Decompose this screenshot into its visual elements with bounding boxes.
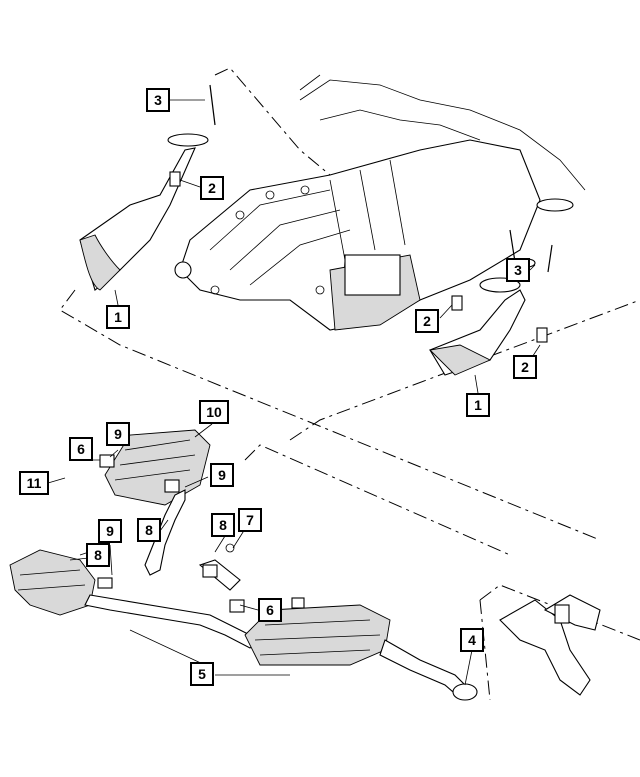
callout-8-lower: 8 <box>86 543 110 567</box>
left-rear-muffler <box>9 549 262 649</box>
lower-dashed-route <box>244 444 640 701</box>
callout-5: 5 <box>190 662 214 686</box>
callout-2-right: 2 <box>513 355 537 379</box>
callout-9-upper: 9 <box>106 422 130 446</box>
callout-9-right: 9 <box>210 463 234 487</box>
upper-dashed-route <box>59 67 640 541</box>
callout-2-mid-right: 2 <box>415 309 439 333</box>
transmission-assembly <box>174 74 586 331</box>
callout-6-lower: 6 <box>258 598 282 622</box>
left-muffler <box>99 429 211 576</box>
callout-7: 7 <box>238 508 262 532</box>
callout-9-lower: 9 <box>98 519 122 543</box>
callout-8-right: 8 <box>211 513 235 537</box>
callout-1-right: 1 <box>466 393 490 417</box>
callout-10: 10 <box>199 400 229 424</box>
callout-3-upper-left: 3 <box>146 88 170 112</box>
callout-2-upper-left: 2 <box>200 176 224 200</box>
left-exhaust-downpipe <box>79 84 216 291</box>
callout-6-left: 6 <box>69 437 93 461</box>
callout-3-upper-right: 3 <box>506 258 530 282</box>
callout-1-upper-left: 1 <box>106 305 130 329</box>
tailpipe-assembly <box>452 594 601 701</box>
callout-4: 4 <box>460 628 484 652</box>
callout-11: 11 <box>19 471 49 495</box>
callout-8-mid: 8 <box>137 518 161 542</box>
